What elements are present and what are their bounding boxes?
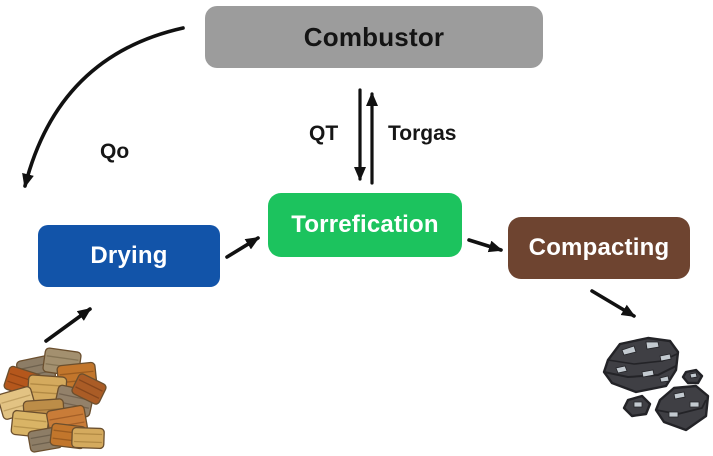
wood-chips-icon	[0, 347, 107, 453]
node-torrefication: Torrefication	[268, 193, 462, 257]
node-torrefication-label: Torrefication	[291, 211, 439, 238]
node-compacting: Compacting	[508, 217, 690, 279]
node-drying: Drying	[38, 225, 220, 287]
arrow-drying-to-torrefication	[225, 236, 260, 259]
flow-label-qt: QT	[309, 122, 339, 145]
node-combustor: Combustor	[205, 6, 543, 68]
node-compacting-label: Compacting	[528, 234, 670, 261]
node-combustor-label: Combustor	[303, 22, 445, 52]
arrow-compacting-to-briquettes	[590, 289, 636, 318]
arrow-woodchips-to-drying	[44, 307, 92, 343]
arrow-torrefication-to-compacting	[467, 238, 503, 253]
briquettes-icon	[602, 336, 710, 432]
flow-label-torgas: Torgas	[388, 122, 457, 145]
flow-label-qo: Qo	[100, 140, 130, 163]
node-drying-label: Drying	[90, 242, 168, 269]
